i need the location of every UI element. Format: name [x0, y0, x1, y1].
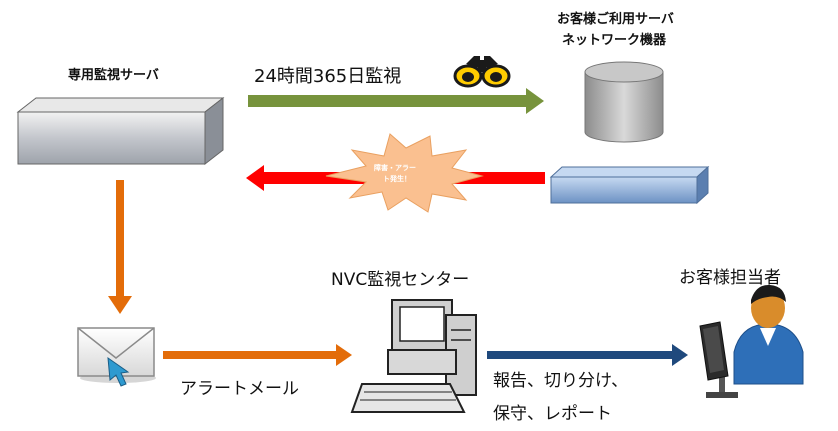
report-arrow: [487, 344, 688, 366]
alert-mail-arrow: [163, 344, 352, 366]
alert-burst-icon: [325, 133, 484, 213]
server-to-mail-arrow: [108, 180, 132, 314]
person-at-pc-icon: [699, 284, 804, 398]
mail-envelope-icon: [77, 327, 156, 387]
customer-server-label-line1: お客様ご利用サーバ: [557, 12, 674, 27]
database-cylinder-icon: [584, 61, 664, 143]
network-device-icon: [549, 165, 710, 205]
monitoring-label: 24時間365日監視: [254, 66, 402, 87]
report-label-line1: 報告、切り分け、: [493, 371, 629, 391]
desktop-computer-icon: [350, 299, 477, 413]
failure-burst-label-line1: 障害・アラー: [374, 164, 416, 172]
dedicated-server-label: 専用監視サーバ: [68, 68, 159, 83]
customer-server-label-line2: ネットワーク機器: [562, 33, 667, 48]
monitoring-arrow: [248, 88, 544, 114]
report-label-line2: 保守、レポート: [493, 404, 612, 424]
dedicated-server-icon: [16, 96, 225, 166]
failure-burst-label-line2: ト発生！: [383, 175, 411, 183]
binoculars-icon: [453, 56, 511, 88]
alert-mail-label: アラートメール: [180, 379, 299, 399]
customer-contact-label: お客様担当者: [679, 268, 781, 288]
nvc-center-label: NVC監視センター: [331, 270, 470, 290]
